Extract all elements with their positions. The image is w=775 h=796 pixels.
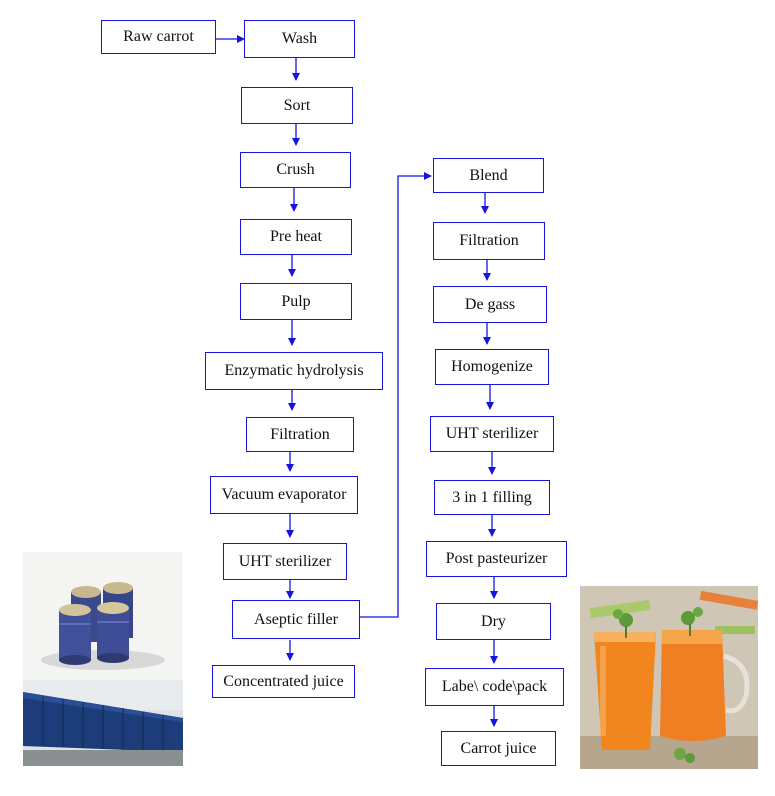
step-raw-carrot: Raw carrot	[101, 20, 216, 54]
step-vacuum-evaporator: Vacuum evaporator	[210, 476, 358, 514]
step-uht-sterilizer-2: UHT sterilizer	[430, 416, 554, 452]
step-enzymatic-hydrolysis: Enzymatic hydrolysis	[205, 352, 383, 390]
step-blend: Blend	[433, 158, 544, 193]
step-homogenize: Homogenize	[435, 349, 549, 385]
step-filtration-1: Filtration	[246, 417, 354, 452]
metal-drums-image	[23, 552, 183, 680]
step-concentrated-juice: Concentrated juice	[212, 665, 355, 698]
step-label-code-pack: Labe\ code\pack	[425, 668, 564, 706]
step-3-in-1-filling: 3 in 1 filling	[434, 480, 550, 515]
step-filtration-2: Filtration	[433, 222, 545, 260]
step-uht-sterilizer-1: UHT sterilizer	[223, 543, 347, 580]
step-aseptic-filler: Aseptic filler	[232, 600, 360, 639]
carrot-juice-glass-and-jug-image	[580, 586, 758, 769]
step-de-gass: De gass	[433, 286, 547, 323]
step-pulp: Pulp	[240, 283, 352, 320]
step-pre-heat: Pre heat	[240, 219, 352, 255]
step-carrot-juice: Carrot juice	[441, 731, 556, 766]
step-wash: Wash	[244, 20, 355, 58]
arrow-aseptic-to-blend	[360, 172, 432, 618]
step-crush: Crush	[240, 152, 351, 188]
drum-warehouse-image	[23, 680, 183, 766]
step-sort: Sort	[241, 87, 353, 124]
step-dry: Dry	[436, 603, 551, 640]
step-post-pasteurizer: Post pasteurizer	[426, 541, 567, 577]
